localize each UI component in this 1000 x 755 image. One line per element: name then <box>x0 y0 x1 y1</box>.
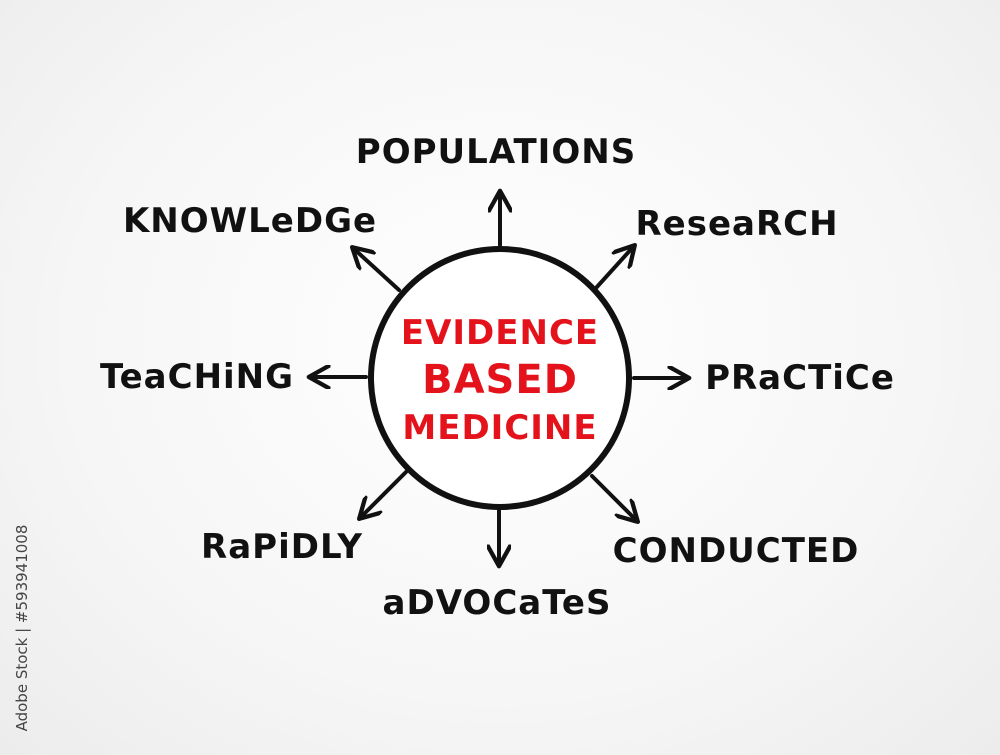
label-advocates: aDVOCaTeS <box>382 583 612 623</box>
center-text-medicine: MEDICINE <box>402 408 598 448</box>
center-text-based: BASED <box>422 357 578 403</box>
center-circle <box>368 246 632 510</box>
label-conducted: CONDUCTED <box>612 531 860 571</box>
label-knowledge: KNOWLeDGe <box>122 201 378 241</box>
label-research: ReseaRCH <box>635 204 839 244</box>
label-populations: POPULATIONS <box>355 132 637 172</box>
arrow-research <box>594 246 634 290</box>
arrow-knowledge <box>353 248 401 292</box>
center-text-evidence: EVIDENCE <box>400 313 600 353</box>
label-rapidly: RaPiDLY <box>201 527 363 567</box>
label-teaching: TeaCHiNG <box>99 357 295 397</box>
stock-id-watermark: Adobe Stock | #593941008 <box>13 524 31 732</box>
arrow-conducted <box>590 474 637 521</box>
arrow-rapidly <box>360 470 408 518</box>
label-practice: PRaCTiCe <box>705 358 895 398</box>
